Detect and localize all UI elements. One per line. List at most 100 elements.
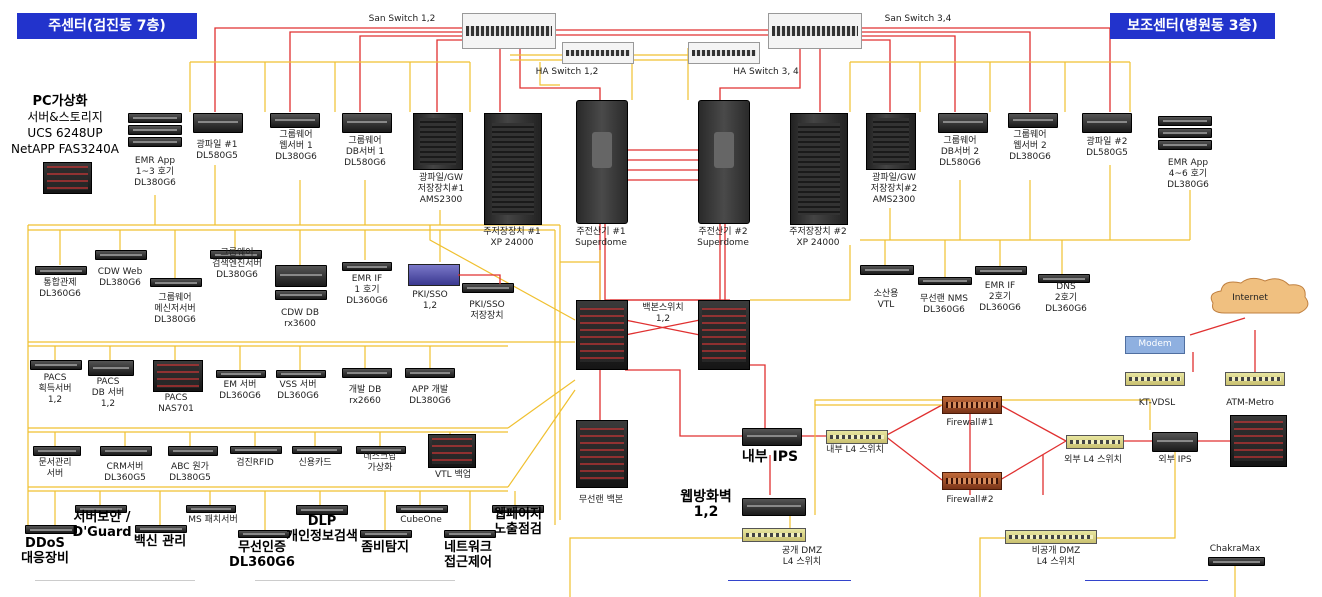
credit-card-server <box>292 446 342 454</box>
document-mgmt-server <box>33 446 81 456</box>
cdw-db-server-unit <box>275 290 327 300</box>
messenger-server <box>150 278 202 287</box>
superdome-2 <box>698 100 750 224</box>
wireless-backbone-label: 무선랜 백본 <box>578 495 624 505</box>
server-label: 그룹웨어 검색엔진서버 DL380G6 <box>212 248 262 280</box>
server-label: 무선랜 NMS DL360G6 <box>920 294 968 315</box>
server-label: CDW Web DL380G6 <box>97 267 143 288</box>
ddos-device <box>25 525 77 534</box>
backbone-switch-1 <box>576 300 628 370</box>
security-label: 네트워크 접근제어 <box>444 540 492 570</box>
emr-app-server-5 <box>1158 128 1212 138</box>
web-firewall-label: 웹방화벽 1,2 <box>680 489 732 520</box>
server-label: PACS NAS701 <box>158 393 194 414</box>
web-exposure-scanner <box>492 505 544 513</box>
server-label: 데스크탑 가상화 <box>363 452 397 473</box>
server-label: ABC 원가 DL380G5 <box>169 462 211 483</box>
server-label: APP 개발 DL380G6 <box>409 385 451 406</box>
server-label: 그룹웨어 웹서버 2 DL380G6 <box>1009 130 1051 162</box>
server-label: EMR App 4~6 호기 DL380G6 <box>1167 158 1209 190</box>
security-label: CubeOne <box>400 515 442 525</box>
security-label: 무선인증 DL360G6 <box>229 540 295 570</box>
dns-server-2 <box>1038 274 1090 283</box>
server-label: EM 서버 DL360G6 <box>219 380 261 401</box>
pacs-acquisition-server <box>30 360 82 370</box>
divider <box>35 580 195 581</box>
internal-l4-switch <box>826 430 888 444</box>
emr-app-server-4 <box>1158 116 1212 126</box>
optical-gw-storage-1 <box>413 113 463 170</box>
pki-storage-link <box>458 274 501 284</box>
pacs-db-server <box>88 360 134 376</box>
ha-switch-3-4 <box>688 42 760 64</box>
integrated-control-server <box>35 266 87 275</box>
zombie-detection-device <box>360 530 412 538</box>
cdw-web-server <box>95 250 147 260</box>
pc-virtualization-title: PC가상화 <box>32 94 88 109</box>
sub-center-header: 보조센터(병원동 3층) <box>1110 13 1275 39</box>
server-label: 광파일/GW 저장장치#1 AMS2300 <box>417 173 465 205</box>
server-label: 주전산기 #1 Superdome <box>575 227 627 248</box>
web-firewall <box>742 498 806 516</box>
firewall-1-label: Firewall#1 <box>946 418 994 428</box>
wireless-auth-server <box>238 530 290 538</box>
rfid-server <box>230 446 282 454</box>
security-label: 백신 관리 <box>133 534 187 549</box>
backbone-label: 백본스위치 1,2 <box>642 303 684 324</box>
emr-app-server-3 <box>128 137 182 147</box>
app-dev-server <box>405 368 455 378</box>
kt-vdsl-label: KT-VDSL <box>1138 398 1176 408</box>
server-label: 문서관리 서버 <box>38 458 72 479</box>
emr-app-server-2 <box>128 125 182 135</box>
groupware-web-server-1 <box>270 113 320 128</box>
server-label: PKI/SSO 1,2 <box>412 290 448 311</box>
external-l4-switch <box>1066 435 1124 449</box>
ha-switch-1-2 <box>562 42 634 64</box>
server-label: EMR IF 1 호기 DL360G6 <box>346 274 388 306</box>
server-label: EMR App 1~3 호기 DL380G6 <box>134 156 176 188</box>
internal-l4-label: 내부 L4 스위치 <box>826 445 884 455</box>
vaccine-mgmt-device <box>135 525 187 533</box>
server-label: 광파일 #2 DL580G5 <box>1086 137 1128 158</box>
optical-gw-storage-2 <box>866 113 916 170</box>
dmz-underline <box>1085 580 1208 581</box>
server-label: 검진RFID <box>236 458 274 468</box>
private-dmz-label: 비공개 DMZ L4 스위치 <box>1031 546 1081 567</box>
emr-if-server-1 <box>342 262 392 271</box>
security-label: DDoS 대응장비 <box>21 536 69 566</box>
wireless-nms-server <box>918 277 972 285</box>
pc-virtualization-line2: UCS 6248UP <box>27 126 103 140</box>
divider <box>255 580 455 581</box>
modem-box: Modem <box>1125 336 1185 354</box>
ha-switch-left-label: HA Switch 1,2 <box>535 67 599 77</box>
main-storage-1 <box>484 113 542 225</box>
pki-sso-storage <box>462 283 514 293</box>
firewall-2-label: Firewall#2 <box>946 495 994 505</box>
nac-device <box>444 530 496 538</box>
atm-metro-label: ATM-Metro <box>1226 398 1274 408</box>
server-label: 광파일/GW 저장장치#2 AMS2300 <box>870 173 918 205</box>
server-label: 그룹웨어 DB서버 1 DL580G6 <box>344 136 386 168</box>
security-label: 웹페이지 노출점검 <box>494 507 542 537</box>
cubeone-server <box>396 505 448 513</box>
desktop-virtualization-server <box>356 446 406 454</box>
emr-if-server-2 <box>975 266 1027 275</box>
dlp-server <box>296 505 348 515</box>
chakramax-label: ChakraMax <box>1209 544 1261 554</box>
server-label: PACS 획득서버 1,2 <box>38 373 72 405</box>
server-label: CDW DB rx3600 <box>280 308 320 329</box>
server-label: CRM서버 DL360G5 <box>104 462 146 483</box>
chakramax-device <box>1208 557 1265 566</box>
security-label: MS 패치서버 <box>188 515 238 525</box>
firewall-2 <box>942 472 1002 490</box>
pc-virtualization-line1: 서버&스토리지 <box>27 110 103 124</box>
pc-virtualization-storage <box>43 162 92 194</box>
cdw-db-server <box>275 265 327 287</box>
ha-switch-right-label: HA Switch 3, 4 <box>733 67 799 77</box>
main-storage-2 <box>790 113 848 225</box>
external-ips-label: 외부 IPS <box>1158 455 1192 465</box>
security-label: DLP 개인정보검색 <box>286 514 358 544</box>
ms-patch-server <box>186 505 236 513</box>
main-center-header: 주센터(검진동 7층) <box>17 13 197 39</box>
server-label: 주전산기 #2 Superdome <box>697 227 749 248</box>
